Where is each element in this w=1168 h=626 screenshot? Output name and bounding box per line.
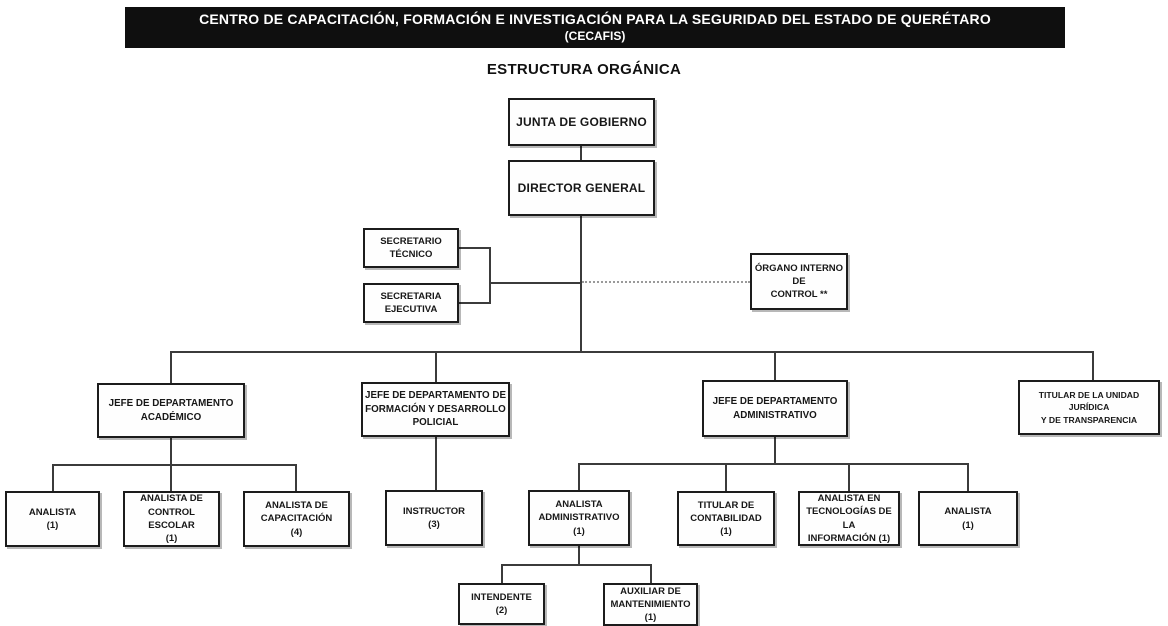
connector-line <box>580 216 582 353</box>
node-analista-admin-area: ANALISTA (1) <box>918 491 1018 546</box>
document-title: CENTRO DE CAPACITACIÓN, FORMACIÓN E INVE… <box>199 11 991 28</box>
connector-line <box>489 247 491 304</box>
dotted-connector-line <box>582 281 750 283</box>
node-auxiliar-mantenimiento: AUXILIAR DE MANTENIMIENTO (1) <box>603 583 698 626</box>
node-secretario-tecnico: SECRETARIO TÉCNICO <box>363 228 459 268</box>
connector-line <box>501 564 503 584</box>
node-depto-formacion-policial: JEFE DE DEPARTAMENTO DE FORMACIÓN Y DESA… <box>361 382 510 437</box>
node-analista-tecnologias-informacion: ANALISTA EN TECNOLOGÍAS DE LA INFORMACIÓ… <box>798 491 900 546</box>
connector-line <box>580 146 582 160</box>
connector-line <box>578 546 580 566</box>
connector-line <box>170 351 172 383</box>
node-unidad-juridica-transparencia: TITULAR DE LA UNIDAD JURÍDICA Y DE TRANS… <box>1018 380 1160 435</box>
connector-line <box>501 564 652 566</box>
section-title: ESTRUCTURA ORGÁNICA <box>486 61 682 78</box>
node-analista-academico: ANALISTA (1) <box>5 491 100 547</box>
connector-line <box>459 247 490 249</box>
node-director-general: DIRECTOR GENERAL <box>508 160 655 216</box>
node-intendente: INTENDENTE (2) <box>458 583 545 625</box>
node-analista-capacitacion: ANALISTA DE CAPACITACIÓN (4) <box>243 491 350 547</box>
connector-line <box>170 438 172 465</box>
node-secretaria-ejecutiva: SECRETARIA EJECUTIVA <box>363 283 459 323</box>
node-analista-control-escolar: ANALISTA DE CONTROL ESCOLAR (1) <box>123 491 220 547</box>
node-organo-interno-de-control: ÓRGANO INTERNO DE CONTROL ** <box>750 253 848 310</box>
connector-line <box>435 351 437 382</box>
document-subtitle: (CECAFIS) <box>564 28 626 43</box>
connector-line <box>578 463 580 492</box>
node-instructor: INSTRUCTOR (3) <box>385 490 483 546</box>
node-titular-contabilidad: TITULAR DE CONTABILIDAD (1) <box>677 491 775 546</box>
connector-line <box>489 282 581 284</box>
connector-line <box>848 463 850 492</box>
connector-line <box>170 351 1094 353</box>
connector-line <box>725 463 727 492</box>
connector-line <box>774 437 776 464</box>
node-analista-administrativo: ANALISTA ADMINISTRATIVO (1) <box>528 490 630 546</box>
connector-line <box>52 464 54 492</box>
connector-line <box>1092 351 1094 380</box>
connector-line <box>295 464 297 492</box>
node-depto-academico: JEFE DE DEPARTAMENTO ACADÉMICO <box>97 383 245 438</box>
connector-line <box>459 302 490 304</box>
connector-line <box>170 464 172 492</box>
node-depto-administrativo: JEFE DE DEPARTAMENTO ADMINISTRATIVO <box>702 380 848 437</box>
connector-line <box>52 464 297 466</box>
node-junta-de-gobierno: JUNTA DE GOBIERNO <box>508 98 655 146</box>
connector-line <box>774 351 776 380</box>
document-header-bar: CENTRO DE CAPACITACIÓN, FORMACIÓN E INVE… <box>125 7 1065 48</box>
connector-line <box>967 463 969 492</box>
connector-line <box>435 437 437 491</box>
connector-line <box>650 564 652 584</box>
connector-line <box>578 463 969 465</box>
